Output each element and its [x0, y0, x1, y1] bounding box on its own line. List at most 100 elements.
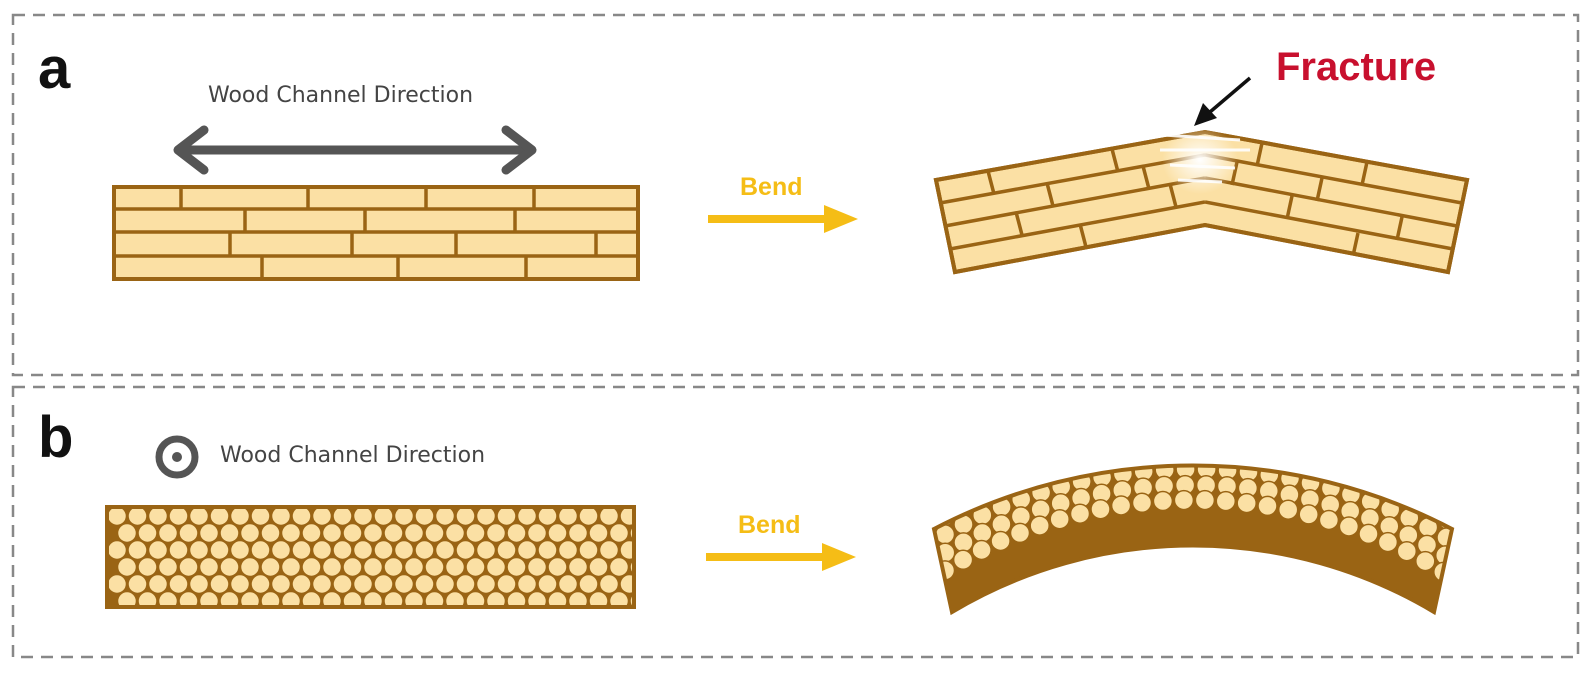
wood-cell: [260, 522, 281, 544]
wood-cell: [1421, 465, 1442, 486]
wood-cell: [567, 522, 589, 544]
wood-cell: [1136, 414, 1155, 433]
wood-cell: [1009, 522, 1031, 544]
wood-cell: [547, 590, 568, 607]
wood-cell: [311, 539, 333, 561]
wood-cell: [506, 590, 527, 607]
wood-cell: [250, 573, 271, 595]
wood-cell: [393, 573, 415, 595]
wood-cell: [1396, 540, 1418, 562]
wood-cell: [1338, 516, 1360, 537]
wood-cell: [352, 539, 374, 561]
wood-cell: [198, 556, 220, 578]
wood-cell: [496, 539, 517, 561]
wood-cell: [934, 534, 938, 556]
wood-cell: [537, 507, 558, 527]
wood-cell: [1493, 526, 1512, 545]
wood-cell: [219, 590, 240, 607]
wood-cell: [424, 522, 445, 544]
direction-label-b: Wood Channel Direction: [220, 443, 485, 468]
wood-cell: [178, 522, 199, 544]
wood-cell: [403, 590, 425, 607]
wood-cell: [270, 507, 292, 527]
wood-cell: [1198, 444, 1217, 463]
wood-cell: [526, 556, 548, 578]
wood-cell: [485, 522, 507, 544]
wood-cell: [1215, 490, 1237, 512]
wood-cell: [1323, 430, 1342, 449]
wood-cell: [475, 507, 497, 527]
wood-cell: [475, 573, 497, 595]
wood-cell: [414, 573, 435, 595]
wood-cell: [332, 539, 353, 561]
wood-cell: [1321, 465, 1342, 483]
wood-cell: [578, 507, 599, 527]
wood-cell: [1074, 423, 1093, 442]
wood-cell: [1135, 430, 1154, 449]
direction-label-a: Wood Channel Direction: [208, 83, 473, 108]
wood-cell: [219, 556, 240, 578]
wood-cell: [301, 590, 322, 607]
wood-cell: [198, 522, 220, 544]
wood-cell: [311, 573, 333, 595]
wood-cell: [168, 573, 189, 595]
wood-cell: [1456, 521, 1475, 540]
wood-cell: [1071, 465, 1093, 476]
wood-cell: [1113, 465, 1134, 468]
wood-cell: [342, 556, 363, 578]
wood-cell: [280, 556, 302, 578]
wood-cell: [598, 539, 620, 561]
wood-cell: [506, 556, 527, 578]
wood-cell: [990, 530, 1011, 552]
wood-cell: [952, 549, 974, 571]
wood-cell: [373, 507, 394, 527]
wood-cell: [137, 556, 158, 578]
wood-cell: [1262, 417, 1281, 436]
wood-cell: [332, 573, 353, 595]
wood-block-straight-cross-section: [105, 505, 636, 609]
wood-cell: [547, 556, 568, 578]
wood-cell: [1358, 523, 1379, 545]
wood-cell: [1377, 531, 1399, 553]
wood-cell: [537, 573, 558, 595]
wood-cell: [1282, 420, 1301, 439]
wood-cell: [178, 556, 199, 578]
wood-cell: [147, 539, 169, 561]
wood-cell: [1094, 419, 1113, 438]
wood-cell: [1280, 465, 1301, 473]
wood-cell: [209, 539, 230, 561]
wood-cell: [1240, 431, 1259, 450]
wood-cell: [321, 556, 343, 578]
wood-cell: [1013, 439, 1032, 458]
out-of-plane-direction-icon: [155, 435, 199, 479]
wood-cell: [116, 522, 138, 544]
wood-cell: [1011, 465, 1033, 476]
wood-cell: [934, 487, 955, 509]
wood-cell: [434, 573, 456, 595]
wood-cell: [578, 539, 599, 561]
wood-cell: [1362, 465, 1383, 479]
wood-cell: [1261, 433, 1280, 452]
fracture-crack: [1160, 126, 1250, 194]
wood-cell: [934, 497, 937, 519]
wood-cell: [1053, 444, 1072, 463]
wood-cell: [1156, 428, 1175, 447]
wood-cell: [1277, 499, 1299, 520]
wood-cell: [863, 514, 882, 533]
wood-cell: [1303, 425, 1322, 444]
wood-cell: [352, 507, 374, 527]
wood-cell: [557, 573, 579, 595]
wood-cell: [934, 479, 937, 501]
wood-cell: [526, 522, 548, 544]
wood-cell: [229, 507, 251, 527]
wood-cell: [393, 507, 415, 527]
wood-cell: [178, 590, 199, 607]
wood-cell: [578, 573, 599, 595]
wood-cell: [157, 556, 179, 578]
wood-cell: [311, 507, 333, 527]
wood-cell: [1298, 504, 1319, 525]
wood-cell: [1318, 509, 1340, 531]
wood-cell: [137, 590, 158, 607]
wood-cell: [1031, 465, 1052, 486]
